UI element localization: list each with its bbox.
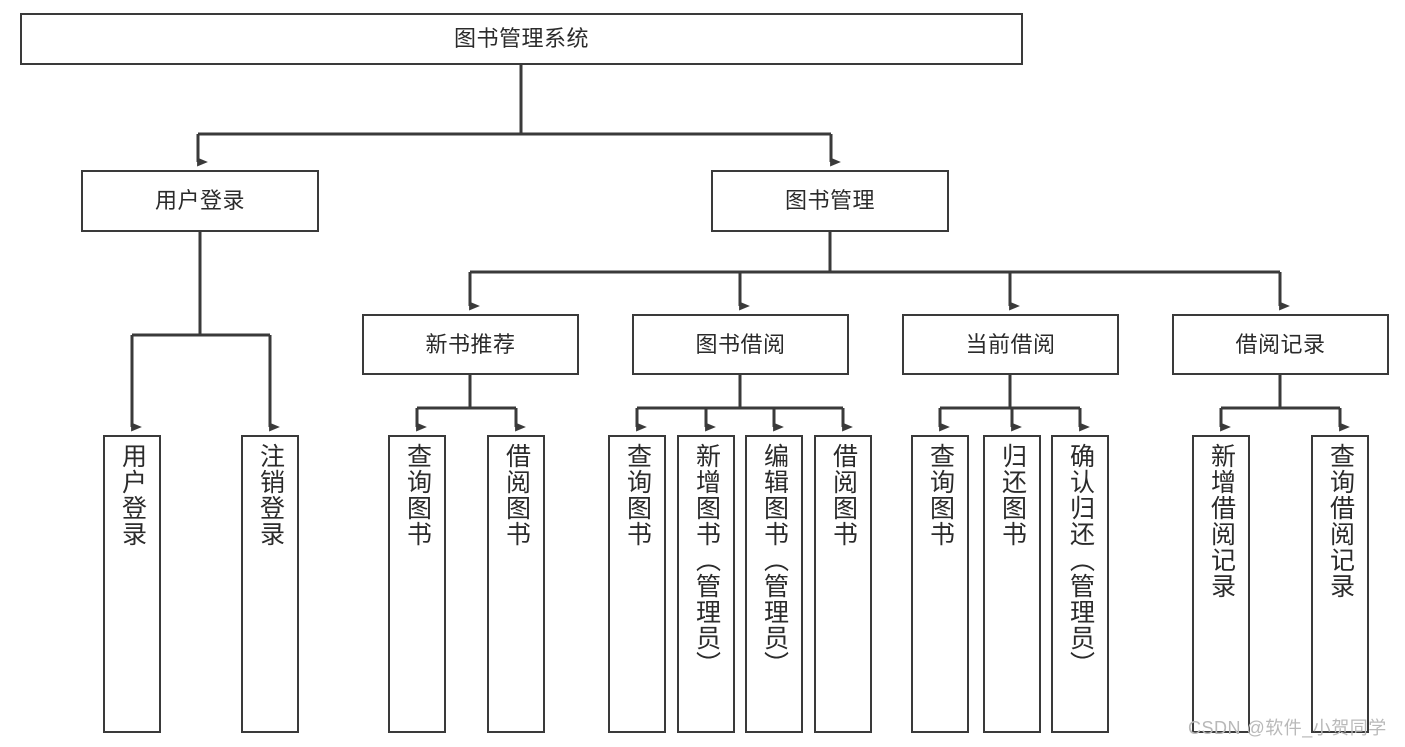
leaf-confirm-return-label: 确认归还（管理员） [1066,443,1095,677]
node-book-manage-label: 图书管理 [784,188,875,214]
node-borrow-record-label: 借阅记录 [1235,331,1326,357]
leaf-confirm-return[interactable]: 确认归还（管理员） [1051,435,1109,733]
node-new-book-recommend[interactable]: 新书推荐 [362,314,579,375]
leaf-query-book-borrow[interactable]: 查询图书 [608,435,666,733]
leaf-borrow-book-recommend-label: 借阅图书 [502,443,531,547]
leaf-query-borrow-record-label: 查询借阅记录 [1326,443,1355,599]
leaf-user-login[interactable]: 用户登录 [103,435,161,733]
leaf-query-book-borrow-label: 查询图书 [623,443,652,547]
leaf-query-borrow-record[interactable]: 查询借阅记录 [1311,435,1369,733]
leaf-add-book-label: 新增图书（管理员） [692,443,721,677]
watermark: CSDN @软件_小贺同学 [1188,718,1387,738]
node-current-borrow-label: 当前借阅 [965,331,1056,357]
leaf-query-book-current[interactable]: 查询图书 [911,435,969,733]
node-new-book-recommend-label: 新书推荐 [425,331,516,357]
node-book-borrow[interactable]: 图书借阅 [632,314,849,375]
node-user-login[interactable]: 用户登录 [81,170,319,232]
leaf-query-book-recommend-label: 查询图书 [403,443,432,547]
node-borrow-record[interactable]: 借阅记录 [1172,314,1389,375]
leaf-borrow-book-label: 借阅图书 [829,443,858,547]
leaf-borrow-book-recommend[interactable]: 借阅图书 [487,435,545,733]
leaf-add-book[interactable]: 新增图书（管理员） [677,435,735,733]
leaf-return-book[interactable]: 归还图书 [983,435,1041,733]
leaf-edit-book-label: 编辑图书（管理员） [760,443,789,677]
node-book-manage[interactable]: 图书管理 [711,170,949,232]
leaf-edit-book[interactable]: 编辑图书（管理员） [745,435,803,733]
leaf-query-book-recommend[interactable]: 查询图书 [388,435,446,733]
leaf-query-book-current-label: 查询图书 [926,443,955,547]
leaf-user-login-label: 用户登录 [118,443,147,547]
leaf-borrow-book[interactable]: 借阅图书 [814,435,872,733]
leaf-logout-login-label: 注销登录 [256,443,285,547]
node-root[interactable]: 图书管理系统 [20,13,1023,65]
node-root-label: 图书管理系统 [453,26,589,52]
node-current-borrow[interactable]: 当前借阅 [902,314,1119,375]
node-book-borrow-label: 图书借阅 [695,331,786,357]
leaf-logout-login[interactable]: 注销登录 [241,435,299,733]
leaf-return-book-label: 归还图书 [998,443,1027,547]
node-user-login-label: 用户登录 [154,188,245,214]
leaf-add-borrow-record-label: 新增借阅记录 [1207,443,1236,599]
leaf-add-borrow-record[interactable]: 新增借阅记录 [1192,435,1250,733]
